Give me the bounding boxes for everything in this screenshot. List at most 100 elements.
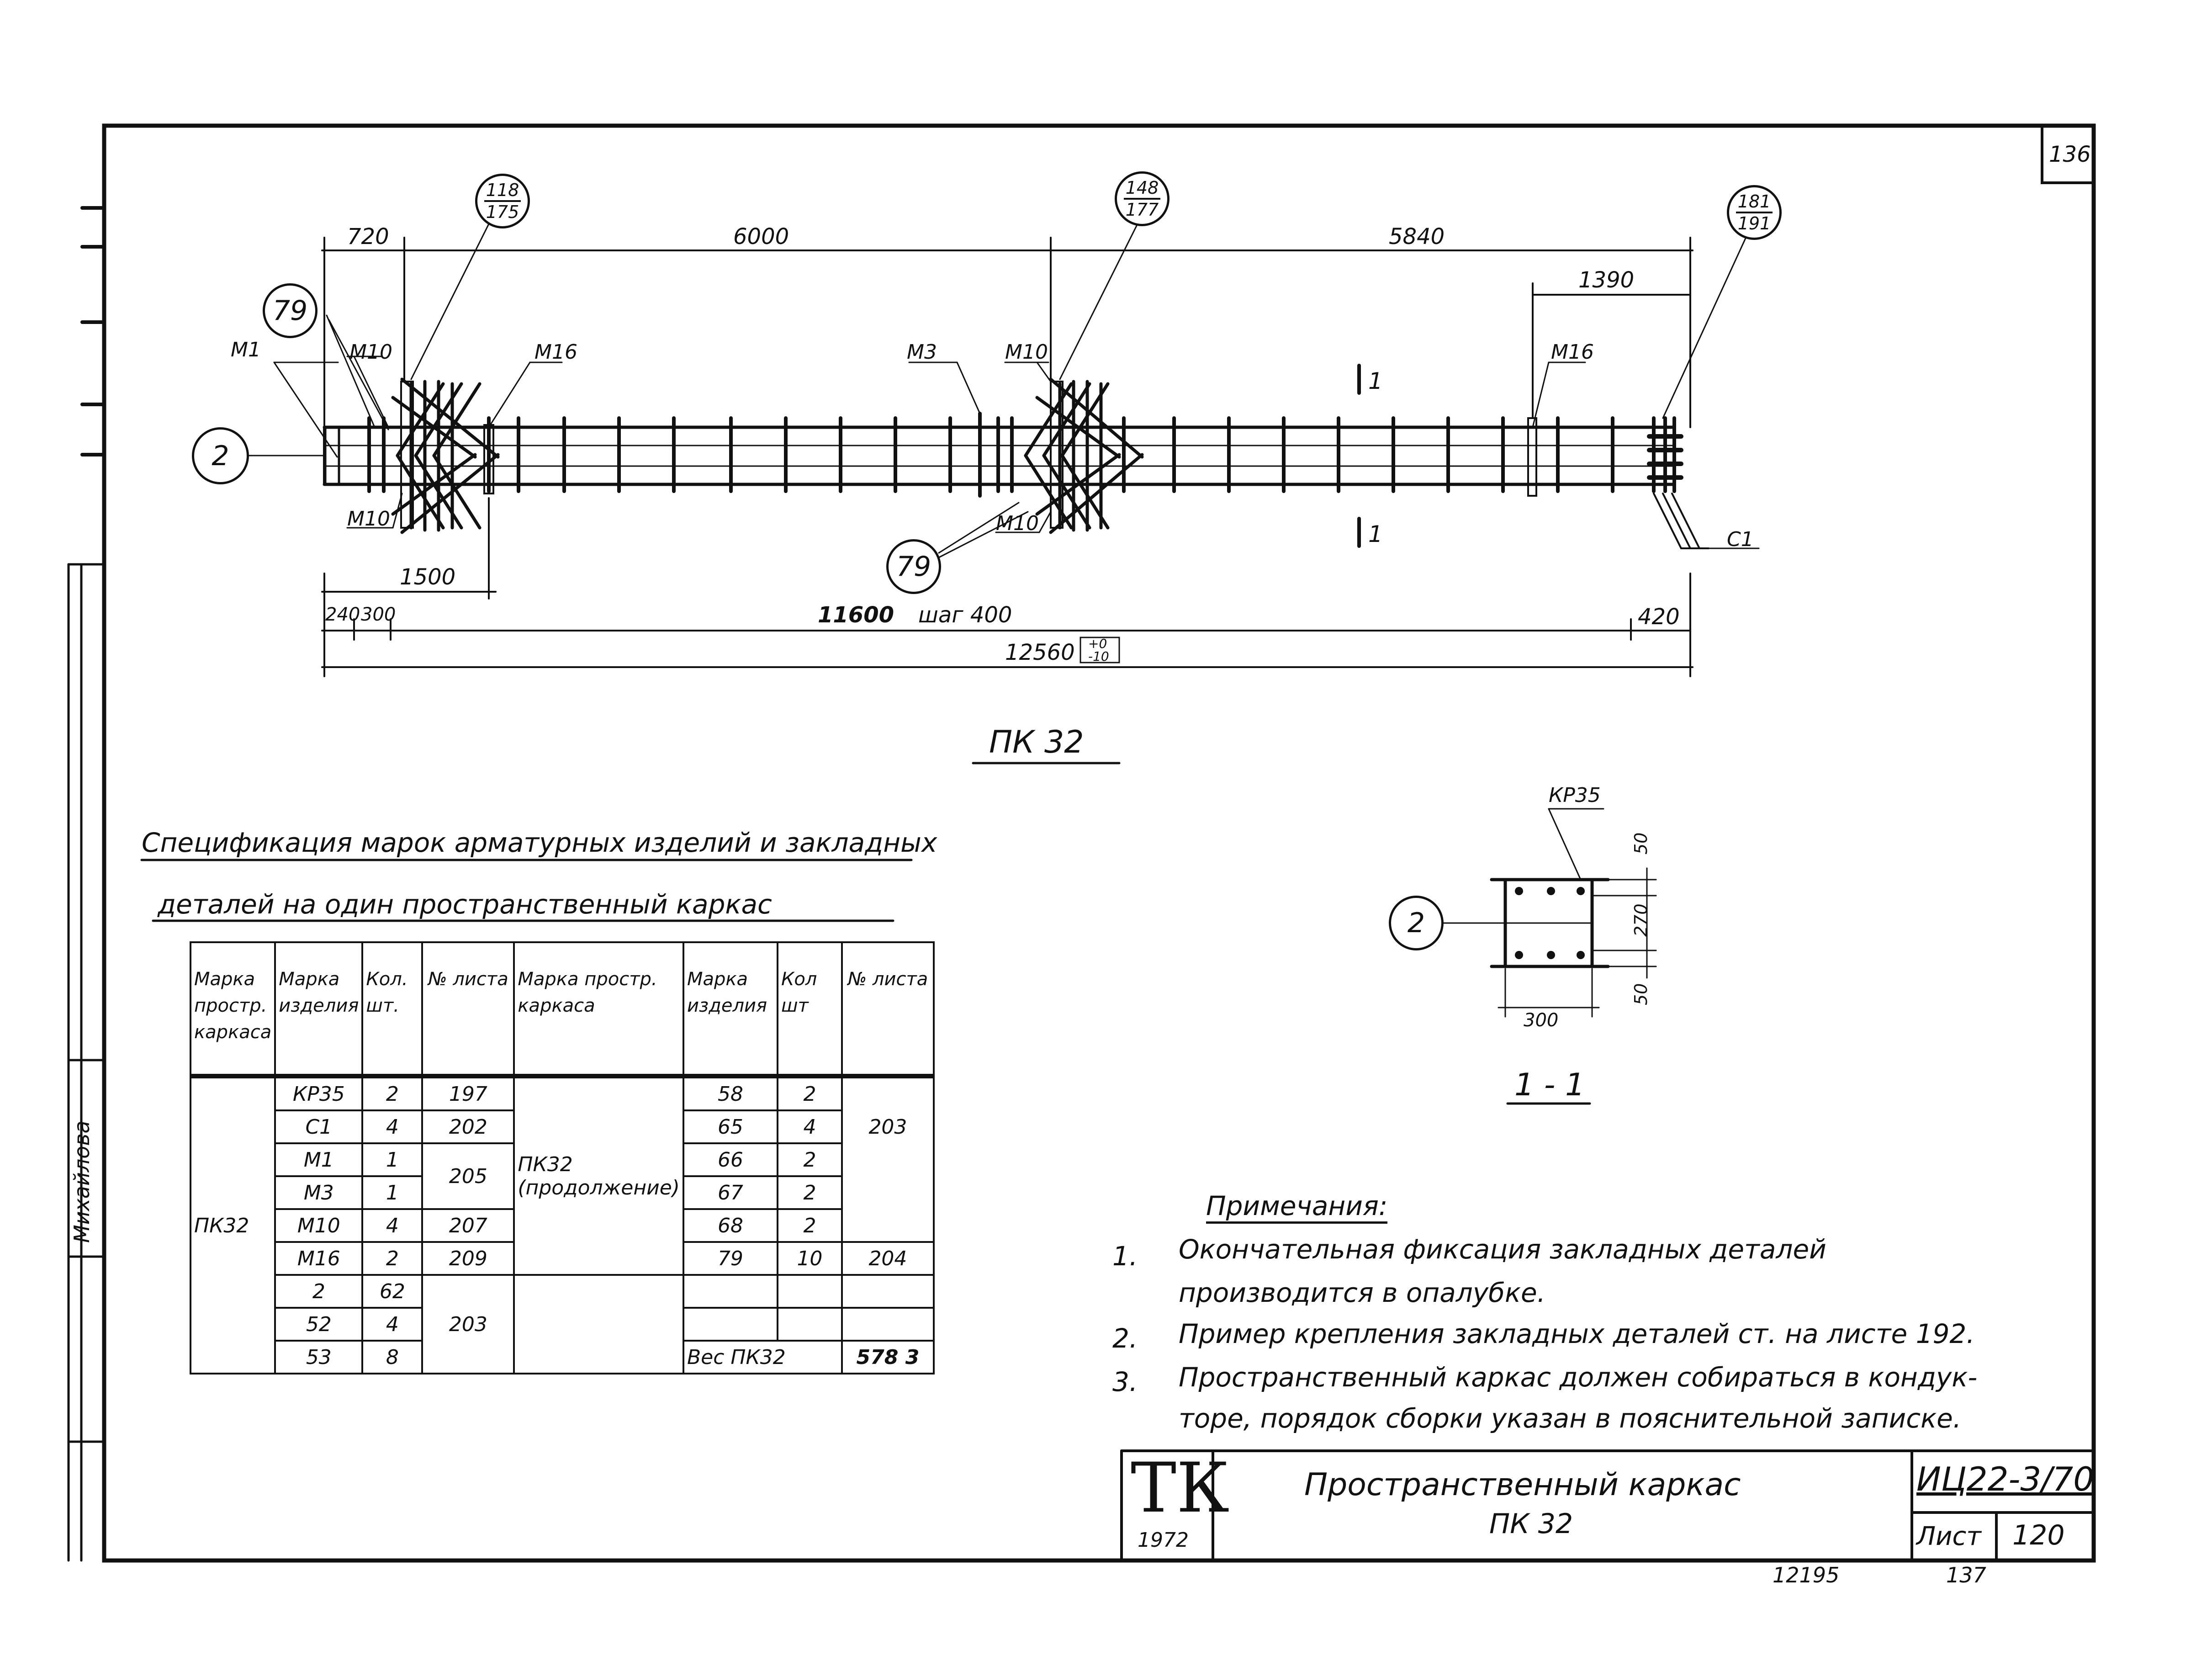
section-kr-mark: КР35 (1549, 784, 1601, 807)
spec-qty: 2 (361, 1075, 423, 1111)
table-row: 53 8 Вес ПК32 578 3 (191, 1340, 935, 1375)
title-block-title-line-1: Пространственный каркас (1304, 1467, 1741, 1503)
spec-qty: 2 (776, 1208, 843, 1243)
spec-sheet-empty (841, 1176, 935, 1209)
spec-header-cell: Марка простр. каркаса (513, 941, 684, 1078)
title-block-sheet-label: Лист (1916, 1522, 1981, 1551)
mark-m1: М1 (231, 338, 261, 361)
spec-heading-line2: деталей на один пространственный каркас (158, 889, 772, 920)
mark-m10-bottom-left: М10 (347, 507, 390, 531)
mark-m10-top-middle: М10 (1005, 340, 1048, 364)
margin-name: Михайлова (69, 1120, 94, 1243)
title-block-code: ИЦ22-3/70 (1916, 1460, 2095, 1498)
spec-item: КР35 (274, 1075, 364, 1111)
spec-item: М16 (274, 1241, 364, 1276)
spec-qty: 8 (361, 1340, 423, 1375)
section-dim-300: 300 (1524, 1010, 1559, 1031)
mark-m10-top-left: М10 (349, 340, 392, 364)
spec-item: 67 (682, 1175, 778, 1210)
note-3-line-2: торе, порядок сборки указан в пояснитель… (1179, 1403, 1962, 1434)
spec-empty (776, 1307, 843, 1342)
note-2-number: 2. (1112, 1323, 1138, 1354)
spec-qty: 4 (776, 1109, 843, 1144)
position-2: 2 (192, 427, 249, 484)
spec-header-cell: № листа (841, 941, 935, 1078)
spec-weight-label: Вес ПК32 (682, 1340, 843, 1375)
note-1-number: 1. (1112, 1241, 1138, 1272)
position-79-top: 79 (263, 283, 318, 338)
corner-page-box (2041, 124, 2095, 184)
dim-420: 420 (1638, 604, 1680, 630)
section-cut-bottom: 1 (1368, 521, 1383, 547)
dim-tol-plus: +0 (1088, 636, 1107, 651)
spec-item: 53 (274, 1340, 364, 1375)
spec-qty: 2 (776, 1075, 843, 1111)
note-2-line-1: Пример крепления закладных деталей ст. н… (1179, 1318, 1975, 1349)
footer-number-left: 12195 (1773, 1563, 1840, 1587)
spec-qty: 4 (361, 1208, 423, 1243)
spec-header-cell: Марка простр. каркаса (189, 941, 276, 1078)
section-dim-50-bottom: 50 (1631, 983, 1651, 1005)
spec-item: М3 (274, 1175, 364, 1210)
title-block-title-line-2: ПК 32 (1489, 1508, 1573, 1540)
callout-118-175: 118 175 (475, 174, 530, 228)
spec-empty (841, 1307, 935, 1342)
leaders (246, 214, 1760, 558)
notes-title: Примечания: (1206, 1190, 1388, 1224)
spec-sheet: 203 (841, 1110, 935, 1143)
spec-empty (513, 1341, 684, 1375)
drawing-title: ПК 32 (989, 724, 1084, 760)
mark-m10-bottom-middle: М10 (996, 512, 1039, 535)
table-row: М10 4 207 68 2 (191, 1208, 935, 1243)
dim-300: 300 (361, 604, 396, 625)
spec-qty: 4 (361, 1307, 423, 1342)
dim-11600: 11600 (818, 602, 894, 628)
spec-sheet: 207 (421, 1208, 515, 1243)
spec-sheet: 209 (421, 1241, 515, 1276)
mark-m16-right: М16 (1551, 340, 1594, 364)
spec-header-cell: Кол шт (776, 941, 843, 1078)
dim-5840: 5840 (1389, 224, 1445, 249)
spec-empty (513, 1308, 684, 1341)
dim-6000: 6000 (733, 224, 789, 249)
note-3-number: 3. (1112, 1366, 1138, 1397)
spec-sheet: 197 (421, 1075, 515, 1111)
spec-item: 58 (682, 1075, 778, 1111)
dim-1390: 1390 (1578, 267, 1635, 293)
section-position-2: 2 (1389, 896, 1444, 950)
dim-12560: 12560 (1005, 640, 1075, 665)
sheet-frame (102, 123, 2096, 1563)
spec-item: М10 (274, 1208, 364, 1243)
callout-148-177: 148 177 (1115, 171, 1170, 226)
table-row: С1 4 202 65 4 203 (191, 1109, 935, 1144)
mark-c1: С1 (1727, 528, 1754, 551)
spec-qty: 2 (361, 1241, 423, 1276)
spec-qty: 1 (361, 1175, 423, 1210)
dim-step: шаг 400 (918, 602, 1012, 628)
spec-item: 52 (274, 1307, 364, 1342)
section-title: 1 - 1 (1514, 1067, 1585, 1103)
dim-1500: 1500 (400, 564, 456, 590)
table-row: ПК32 КР35 2 197 ПК32 (продолжение) 58 2 (189, 1075, 935, 1375)
spec-empty (682, 1307, 778, 1342)
note-3-line-1: Пространственный каркас должен собиратьс… (1179, 1362, 1978, 1393)
spec-item: 2 (274, 1274, 364, 1309)
title-block-year: 1972 (1138, 1528, 1189, 1552)
spec-header-cell: Марка изделия (274, 941, 364, 1078)
callout-181-191: 181 191 (1727, 185, 1782, 240)
spec-item: 79 (682, 1241, 778, 1276)
spec-sheet-empty (841, 1075, 935, 1110)
spec-header-row: Марка простр. каркаса Марка изделия Кол.… (189, 941, 935, 1078)
footer-number-right: 137 (1946, 1563, 1986, 1587)
spec-header-cell: Марка изделия (682, 941, 778, 1078)
spec-sheet: 204 (841, 1241, 935, 1276)
mark-m16-left: М16 (534, 340, 577, 364)
table-row: 2 62 203 (191, 1274, 935, 1375)
spec-qty: 1 (361, 1142, 423, 1177)
spec-left-frame: ПК32 (189, 1075, 276, 1375)
dim-tol-minus: -10 (1088, 649, 1109, 664)
table-row: М1 1 205 66 2 (191, 1142, 935, 1210)
spec-item: 66 (682, 1142, 778, 1177)
spec-header-cell: Кол. шт. (361, 941, 423, 1078)
